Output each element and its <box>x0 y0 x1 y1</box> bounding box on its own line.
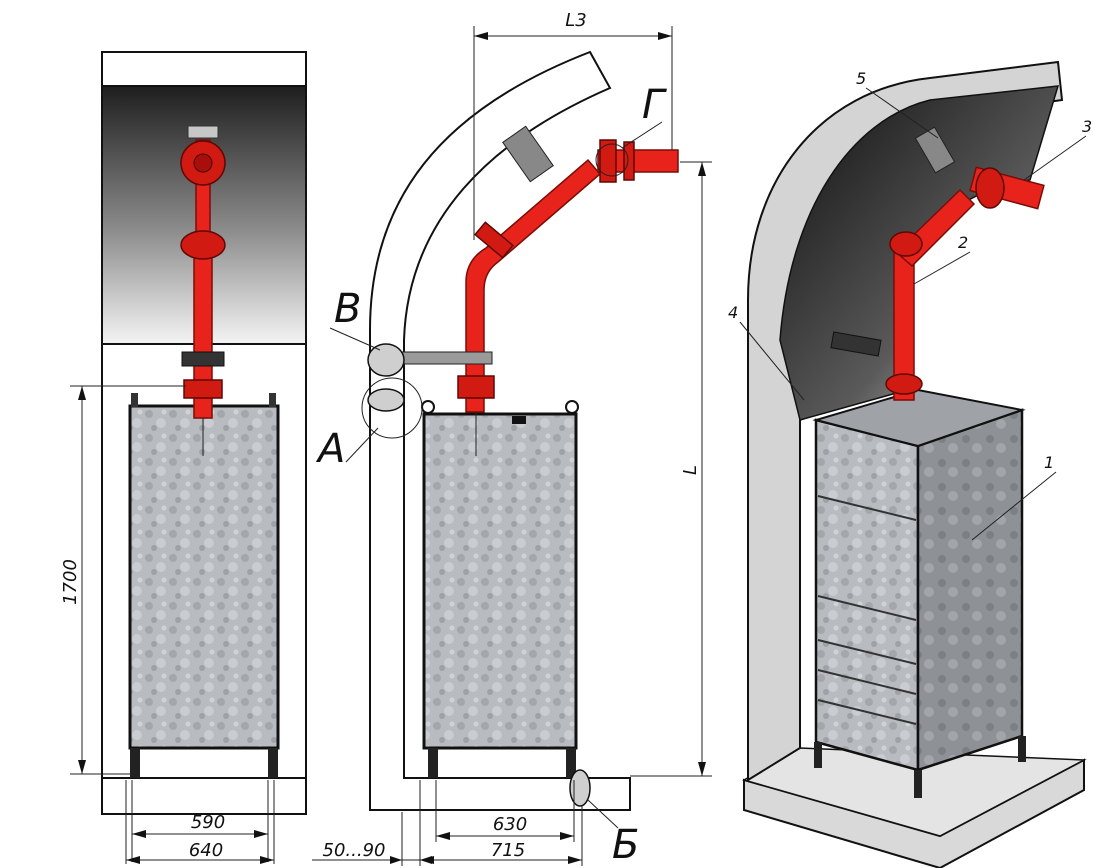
detail-g-circle <box>595 143 629 177</box>
detail-a-circle <box>361 377 423 439</box>
part-3-leader <box>1023 135 1087 181</box>
front-view: 1700 590 640 <box>60 51 307 864</box>
dim-1700-label: 1700 <box>60 559 81 605</box>
callout-b-label: Б <box>612 822 639 868</box>
front-hood-top <box>101 51 307 87</box>
front-lift-lug-left <box>131 393 138 407</box>
dim-630-arrow-left <box>436 832 450 840</box>
dim-gap-arrow-right <box>420 856 432 864</box>
callout-a-label: A <box>315 426 345 472</box>
dim-l-arrow-top <box>698 162 706 176</box>
front-mid-flange <box>180 230 226 260</box>
part-3-label: 3 <box>1082 117 1092 136</box>
iso-valve <box>830 331 882 357</box>
side-cabinet-leg-right <box>566 748 576 778</box>
front-top-flange-hub <box>193 153 213 173</box>
dim-590-arrow-left <box>132 830 146 838</box>
dim-1700-arrow-bottom <box>78 760 86 774</box>
side-pipe-nozzle <box>597 149 679 173</box>
detail-b-marker <box>569 769 591 807</box>
side-lift-lug-left <box>421 400 435 414</box>
part-2-label: 2 <box>958 233 968 252</box>
callout-v-leader <box>329 327 381 351</box>
side-cabinet-handle <box>512 416 526 424</box>
part-5-label: 5 <box>856 69 866 88</box>
part-4-leader <box>739 321 805 401</box>
front-base <box>101 777 307 815</box>
iso-seam-2 <box>817 595 917 621</box>
iso-leg-2 <box>914 770 922 798</box>
dim-640-arrow-right <box>260 856 274 864</box>
dim-gap-label: 50...90 <box>323 840 386 861</box>
iso-nozzle-flange <box>975 167 1005 209</box>
callout-a-leader <box>345 427 379 463</box>
side-hood <box>369 50 631 811</box>
side-nozzle-flange <box>599 139 617 183</box>
front-cabinet-leg-left <box>130 748 140 778</box>
side-elbow-flange <box>474 221 514 259</box>
iso-seam-5 <box>817 699 917 725</box>
iso-cabinet-front <box>814 418 920 772</box>
side-bottom-flange <box>457 375 495 399</box>
dim-590-arrow-right <box>254 830 268 838</box>
front-cabinet <box>128 404 280 750</box>
side-pipe-riser <box>465 158 602 413</box>
front-top-bracket <box>187 125 219 139</box>
callout-b-leader <box>587 799 619 829</box>
iso-bracket <box>914 126 956 174</box>
iso-seam-4 <box>817 669 917 695</box>
detail-a-marker <box>367 388 405 412</box>
dim-gap-arrow-left <box>390 856 402 864</box>
isometric-view: 1 2 3 4 5 <box>728 60 1092 868</box>
dim-1700-arrow-top <box>78 386 86 400</box>
iso-bottom-flange <box>885 373 923 395</box>
part-5-leader <box>865 87 939 139</box>
iso-seam-3 <box>817 639 917 665</box>
front-lift-lug-right <box>269 393 276 407</box>
dim-715-label: 715 <box>491 840 525 861</box>
callout-g-leader <box>621 121 663 149</box>
part-4-label: 4 <box>728 303 738 322</box>
dim-715-arrow-right <box>568 856 582 864</box>
side-nozzle-flange-2 <box>623 141 635 181</box>
dim-640-arrow-left <box>126 856 140 864</box>
part-2-leader <box>913 251 971 285</box>
side-bracket <box>502 125 554 183</box>
iso-cabinet-top <box>812 388 1026 448</box>
side-cabinet-leg-left <box>428 748 438 778</box>
dim-590-label: 590 <box>191 812 225 833</box>
iso-elbow-flange <box>889 231 923 257</box>
iso-leg-1 <box>814 742 822 768</box>
dim-630-arrow-right <box>560 832 574 840</box>
iso-seam-1 <box>817 495 917 521</box>
iso-leg-3 <box>1018 736 1026 762</box>
side-valve <box>397 351 493 365</box>
side-cabinet <box>422 412 578 750</box>
front-bottom-flange <box>183 379 223 399</box>
dim-630-label: 630 <box>493 814 527 835</box>
dim-l3-arrow-right <box>658 32 672 40</box>
detail-v-marker <box>367 343 405 377</box>
side-lift-lug-right <box>565 400 579 414</box>
dim-l-label: L <box>680 465 701 475</box>
iso-cabinet-side <box>916 408 1024 772</box>
front-cabinet-leg-right <box>268 748 278 778</box>
callout-v-label: В <box>334 286 361 332</box>
dim-l3-arrow-left <box>474 32 488 40</box>
side-view: В A Г Б L3 L 630 715 <box>312 10 712 868</box>
callout-g-label: Г <box>642 82 667 128</box>
part-1-label: 1 <box>1044 453 1054 472</box>
dim-l3-label: L3 <box>565 10 586 31</box>
part-1-leader <box>971 471 1057 541</box>
dim-l-arrow-bottom <box>698 762 706 776</box>
front-valve <box>181 351 225 367</box>
dim-640-label: 640 <box>189 840 223 861</box>
